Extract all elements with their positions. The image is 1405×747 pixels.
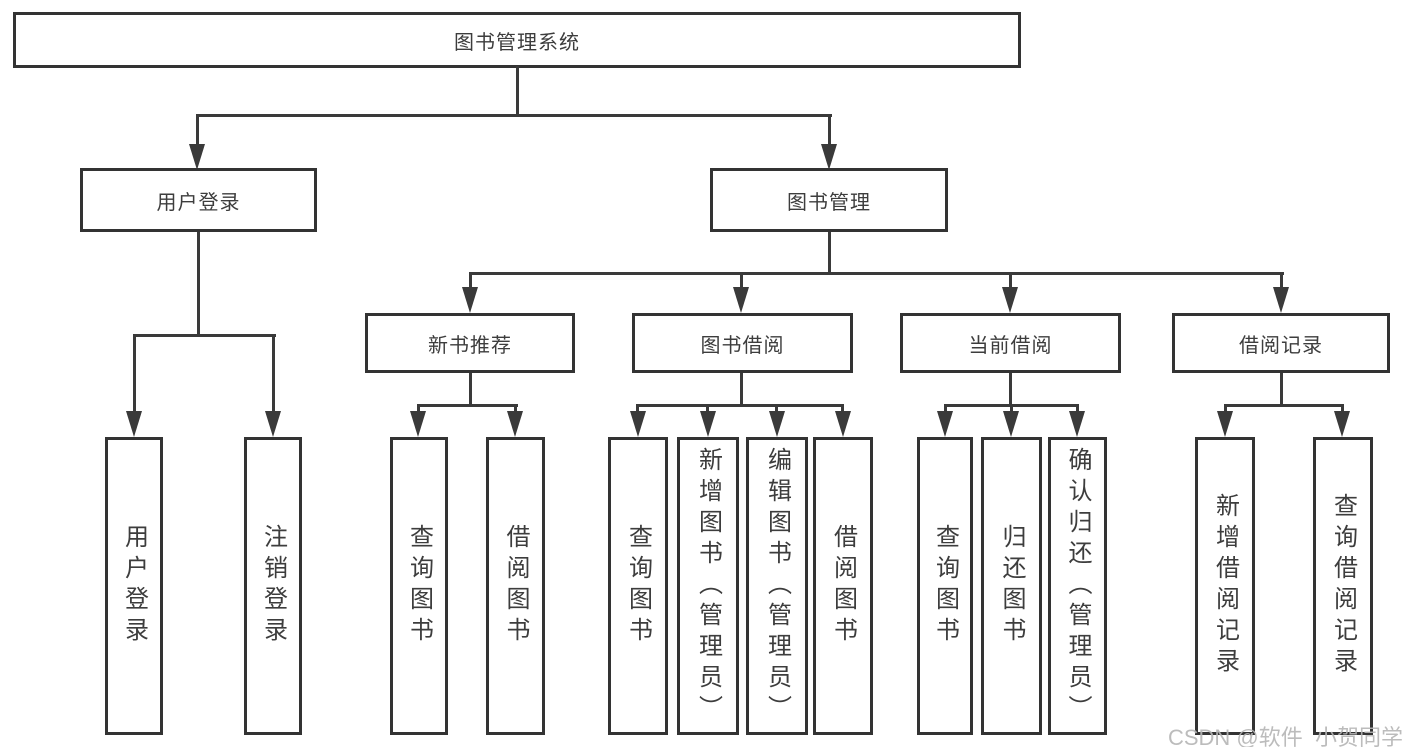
leaf-label: 借阅图书 <box>829 524 857 648</box>
node-book-management: 图书管理 <box>710 168 948 232</box>
node-borrow-records: 借阅记录 <box>1172 313 1390 373</box>
arrowhead-icon <box>937 411 953 437</box>
connector-line <box>775 404 778 416</box>
leaf-label: 新增图书（管理员） <box>694 446 722 726</box>
arrowhead-icon <box>507 411 523 437</box>
leaf-edit-books-admin: 编辑图书（管理员） <box>746 437 808 735</box>
arrowhead-icon <box>821 144 837 170</box>
leaf-label: 用户登录 <box>120 524 148 648</box>
leaf-label: 借阅图书 <box>502 524 529 648</box>
node-root: 图书管理系统 <box>13 12 1021 68</box>
node-user-login-label: 用户登录 <box>156 191 241 214</box>
node-current-borrow-label: 当前借阅 <box>968 334 1053 357</box>
connector-line <box>1076 404 1079 416</box>
connector-line <box>197 232 200 336</box>
arrowhead-icon <box>835 411 851 437</box>
connector-line <box>1224 404 1344 407</box>
node-book-borrow-label: 图书借阅 <box>700 334 785 357</box>
node-new-book-recommend-label: 新书推荐 <box>428 334 512 357</box>
node-root-label: 图书管理系统 <box>454 31 580 54</box>
leaf-add-borrow-record: 新增借阅记录 <box>1195 437 1255 735</box>
connector-line <box>740 272 743 289</box>
connector-line <box>514 404 517 416</box>
leaf-logout: 注销登录 <box>244 437 302 735</box>
leaf-label: 归还图书 <box>998 524 1025 648</box>
connector-line <box>1009 373 1012 406</box>
node-current-borrow: 当前借阅 <box>900 313 1121 373</box>
arrowhead-icon <box>126 411 142 437</box>
connector-line <box>828 114 831 152</box>
connector-line <box>516 66 519 116</box>
leaf-confirm-return-admin: 确认归还（管理员） <box>1048 437 1107 735</box>
leaf-query-books-borrow: 查询图书 <box>608 437 668 735</box>
connector-line <box>706 404 709 416</box>
arrowhead-icon <box>700 411 716 437</box>
connector-line <box>1280 272 1283 289</box>
arrowhead-icon <box>769 411 785 437</box>
arrowhead-icon <box>1334 411 1350 437</box>
node-new-book-recommend: 新书推荐 <box>365 313 575 373</box>
leaf-label: 新增借阅记录 <box>1211 493 1239 679</box>
arrowhead-icon <box>462 287 478 313</box>
leaf-query-books-current: 查询图书 <box>917 437 973 735</box>
connector-line <box>133 334 136 412</box>
arrowhead-icon <box>1273 287 1289 313</box>
arrowhead-icon <box>189 144 205 170</box>
connector-line <box>469 272 1284 275</box>
connector-line <box>828 232 831 274</box>
connector-line <box>636 404 639 416</box>
connector-line <box>1280 373 1283 406</box>
node-user-login: 用户登录 <box>80 168 317 232</box>
connector-line <box>469 373 472 406</box>
arrowhead-icon <box>1217 411 1233 437</box>
leaf-user-login: 用户登录 <box>105 437 163 735</box>
leaf-label: 编辑图书（管理员） <box>763 446 791 726</box>
connector-line <box>272 334 275 412</box>
connector-line <box>469 272 472 289</box>
arrowhead-icon <box>1069 411 1085 437</box>
connector-line <box>133 334 276 337</box>
leaf-label: 查询图书 <box>931 524 959 648</box>
leaf-query-books-recommend: 查询图书 <box>390 437 448 735</box>
node-book-management-label: 图书管理 <box>787 191 871 214</box>
connector-line <box>196 114 832 117</box>
arrowhead-icon <box>630 411 646 437</box>
connector-line <box>1009 272 1012 289</box>
connector-line <box>944 404 947 416</box>
leaf-borrow-books: 借阅图书 <box>813 437 873 735</box>
leaf-add-books-admin: 新增图书（管理员） <box>677 437 739 735</box>
leaf-label: 查询借阅记录 <box>1329 493 1357 679</box>
arrowhead-icon <box>410 411 426 437</box>
connector-line <box>417 404 420 416</box>
leaf-label: 查询图书 <box>405 524 433 648</box>
leaf-label: 确认归还（管理员） <box>1064 446 1091 726</box>
node-book-borrow: 图书借阅 <box>632 313 853 373</box>
connector-line <box>636 404 844 407</box>
connector-line <box>1010 404 1013 416</box>
connector-line <box>1224 404 1227 416</box>
connector-line <box>417 404 518 407</box>
node-borrow-records-label: 借阅记录 <box>1239 334 1323 357</box>
leaf-return-books: 归还图书 <box>981 437 1042 735</box>
connector-line <box>740 373 743 406</box>
arrowhead-icon <box>1003 411 1019 437</box>
connector-line <box>196 114 199 152</box>
arrowhead-icon <box>733 287 749 313</box>
leaf-query-borrow-record: 查询借阅记录 <box>1313 437 1373 735</box>
leaf-borrow-books-recommend: 借阅图书 <box>486 437 545 735</box>
arrowhead-icon <box>265 411 281 437</box>
leaf-label: 查询图书 <box>624 524 652 648</box>
connector-line <box>841 404 844 416</box>
arrowhead-icon <box>1002 287 1018 313</box>
leaf-label: 注销登录 <box>259 524 287 648</box>
connector-line <box>1341 404 1344 416</box>
csdn-watermark: CSDN @软件_小贺同学 <box>1167 725 1403 747</box>
